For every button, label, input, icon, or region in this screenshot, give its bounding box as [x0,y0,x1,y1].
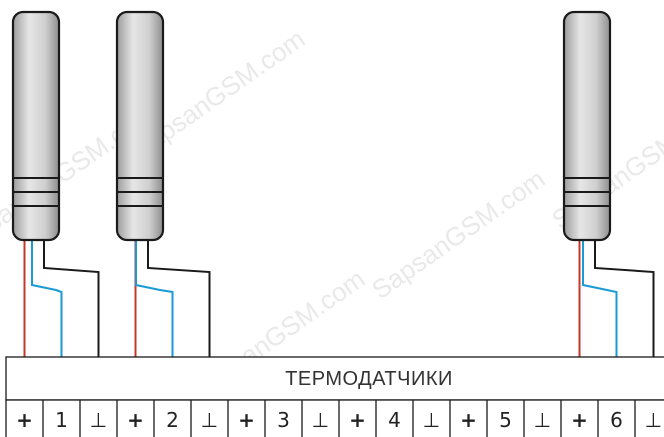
sensor-probe-2 [115,10,165,242]
terminal-ground: ⊥ [312,408,329,432]
terminal-channel-1: 1 [55,408,68,432]
probe-body [115,10,165,242]
wire-blue [135,238,174,400]
terminal-ground: ⊥ [534,408,551,432]
terminal-plus: + [127,408,144,432]
wire-black [43,238,100,400]
terminal-channel-6: 6 [610,408,623,432]
terminal-plus: + [460,408,477,432]
watermark-text: SapsanGSM.com [366,163,550,304]
wire-black [594,238,655,400]
probe-body [562,10,612,242]
terminal-plus: + [571,408,588,432]
terminal-plus: + [238,408,255,432]
terminal-ground: ⊥ [423,408,440,432]
terminal-plus: + [349,408,366,432]
probe-body [11,10,61,242]
terminal-block-title: ТЕРМОДАТЧИКИ [285,368,453,390]
terminal-plus: + [16,408,33,432]
terminal-channel-2: 2 [166,408,179,432]
wire-blue [31,238,63,400]
sensor-probe-6 [562,10,612,242]
sensor-probe-1 [11,10,61,242]
terminal-ground: ⊥ [645,408,662,432]
terminal-block-banner: ТЕРМОДАТЧИКИ [5,356,664,401]
terminal-ground: ⊥ [201,408,218,432]
sensors-group [11,10,612,242]
wire-black [147,238,211,400]
wire-blue [582,238,618,400]
terminal-channel-5: 5 [499,408,512,432]
terminal-channel-3: 3 [277,408,290,432]
terminal-ground: ⊥ [90,408,107,432]
terminal-strip: +1 ⊥ +2 ⊥ +3 ⊥ +4 ⊥ +5 ⊥ +6 ⊥ [5,399,664,437]
terminal-channel-4: 4 [388,408,401,432]
